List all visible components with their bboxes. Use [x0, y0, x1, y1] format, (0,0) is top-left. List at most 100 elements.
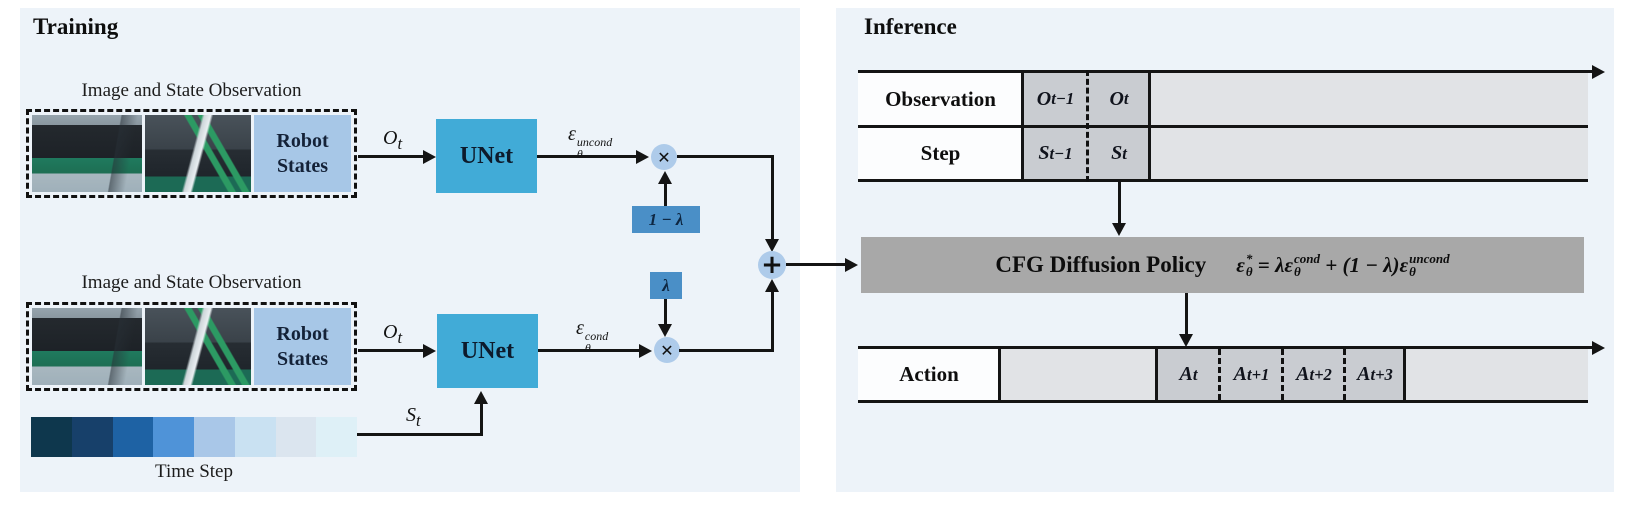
- camera-image-wrist-1: [145, 115, 251, 192]
- timeline-divider-labels: [1021, 70, 1024, 182]
- action-runway-right: [1405, 349, 1588, 400]
- connector-corner-plus-bottom: [771, 290, 774, 352]
- observation-caption-1: Image and State Observation: [81, 80, 302, 101]
- robot-states-line1: Robot: [276, 129, 329, 152]
- step-cell1-base: S: [1038, 142, 1050, 164]
- obs-cell1-sub: t−1: [1051, 89, 1075, 108]
- formula-term1: ε: [1284, 252, 1294, 277]
- one-minus-lambda-box: 1 − λ: [632, 206, 700, 233]
- inference-title: Inference: [864, 14, 957, 39]
- arrowhead-step-cfg: [1112, 223, 1126, 236]
- camera-image-front-1: [32, 115, 142, 192]
- connector-unet1-mult1: [537, 155, 637, 158]
- action-top-line: [858, 346, 1593, 349]
- action-divider-right: [1403, 346, 1406, 403]
- timeline-top-arrowhead: [1592, 65, 1605, 79]
- arrowhead-into-plus-top: [765, 239, 779, 252]
- formula-middle: + (1 − λ): [1320, 252, 1400, 277]
- camera-image-wrist-2: [145, 308, 251, 385]
- time-step-caption: Time Step: [155, 461, 233, 482]
- o-t-sub-1: t: [397, 134, 403, 153]
- time-step-segment-6: [234, 417, 276, 457]
- o-t-sub-2: t: [397, 328, 403, 347]
- action-divider-dash1: [1218, 349, 1221, 400]
- robot-states-line2: States: [276, 154, 329, 177]
- action-divider-dash2: [1281, 349, 1284, 400]
- formula-coef1: λ: [1275, 252, 1285, 277]
- action-cell4-sub: t+3: [1370, 364, 1393, 384]
- time-step-segment-2: [71, 417, 113, 457]
- observation-caption-2: Image and State Observation: [81, 272, 302, 293]
- observation-label-cell: Observation: [858, 73, 1023, 125]
- action-cell2-sub: t+1: [1246, 364, 1270, 384]
- step-label: Step: [920, 141, 961, 165]
- arrowhead-unet1-mult1: [636, 150, 649, 164]
- obs-cell1-base: O: [1036, 87, 1052, 110]
- training-title: Training: [33, 14, 119, 39]
- action-bottom-line: [858, 400, 1588, 403]
- arrowhead-obs1-unet1: [423, 150, 436, 164]
- eps-cond-sub: θ: [585, 342, 591, 354]
- step-runway: [1150, 128, 1588, 179]
- s-t-sub: t: [416, 411, 421, 430]
- action-divider-dash3: [1343, 349, 1346, 400]
- connector-plus-cfg: [786, 263, 846, 266]
- connector-corner-unet2: [480, 403, 483, 436]
- eps-uncond-sub: θ: [577, 148, 583, 160]
- connector-mult1-corner: [677, 155, 773, 158]
- formula-lhs-scripts: *θ: [1245, 250, 1253, 279]
- step-cell2-base: S: [1111, 142, 1123, 164]
- observation-runway: [1150, 73, 1588, 125]
- formula-equals: =: [1252, 252, 1276, 277]
- action-top-arrowhead: [1592, 341, 1605, 355]
- time-step-segment-5: [194, 417, 235, 457]
- arrowhead-into-plus-bottom: [765, 279, 779, 292]
- connector-obs2-unet2: [358, 349, 424, 352]
- lambda-box: λ: [650, 272, 682, 299]
- connector-corner-plus-top: [771, 155, 774, 240]
- connector-step-cfg: [1118, 182, 1121, 224]
- robot-states-line2b: States: [276, 347, 329, 370]
- step-cell2-sub: t: [1122, 143, 1127, 163]
- arrowhead-oml-mult1: [658, 171, 672, 184]
- plus-node: +: [758, 250, 786, 280]
- camera-image-front-2: [32, 308, 142, 385]
- unet-box-uncond: UNet: [436, 119, 537, 193]
- connector-lambda-mult2: [664, 299, 667, 325]
- connector-timebar-corner: [357, 433, 483, 436]
- action-runway-left: [1000, 349, 1157, 400]
- action-divider-left: [1155, 346, 1158, 403]
- observation-box-2: Robot States: [26, 302, 357, 391]
- s-t-label: St: [406, 404, 421, 431]
- robot-states-line1b: Robot: [276, 322, 329, 345]
- action-divider-label: [998, 346, 1001, 403]
- timeline-middle-line: [858, 125, 1588, 128]
- time-step-segment-3: [112, 417, 154, 457]
- time-step-segment-7: [275, 417, 317, 457]
- robot-states-box-1: Robot States: [254, 115, 351, 192]
- eps-cond-sup: cond: [584, 329, 609, 343]
- training-panel: [20, 8, 800, 492]
- timeline-bottom-line: [858, 179, 1588, 182]
- action-label-cell: Action: [858, 349, 1000, 400]
- obs-cell2-sub: t: [1123, 89, 1129, 108]
- action-cell3-base: A: [1296, 363, 1310, 385]
- eps-cond-base: ε: [576, 317, 584, 339]
- arrowhead-obs2-unet2: [423, 344, 436, 358]
- o-t-label-1: Ot: [383, 127, 402, 154]
- action-cell1-sub: t: [1192, 364, 1198, 384]
- obs-cell2-base: O: [1109, 87, 1124, 110]
- action-cell3-sub: t+2: [1309, 364, 1332, 384]
- multiply-node-uncond: ✕: [651, 144, 677, 170]
- time-step-segment-4: [153, 417, 194, 457]
